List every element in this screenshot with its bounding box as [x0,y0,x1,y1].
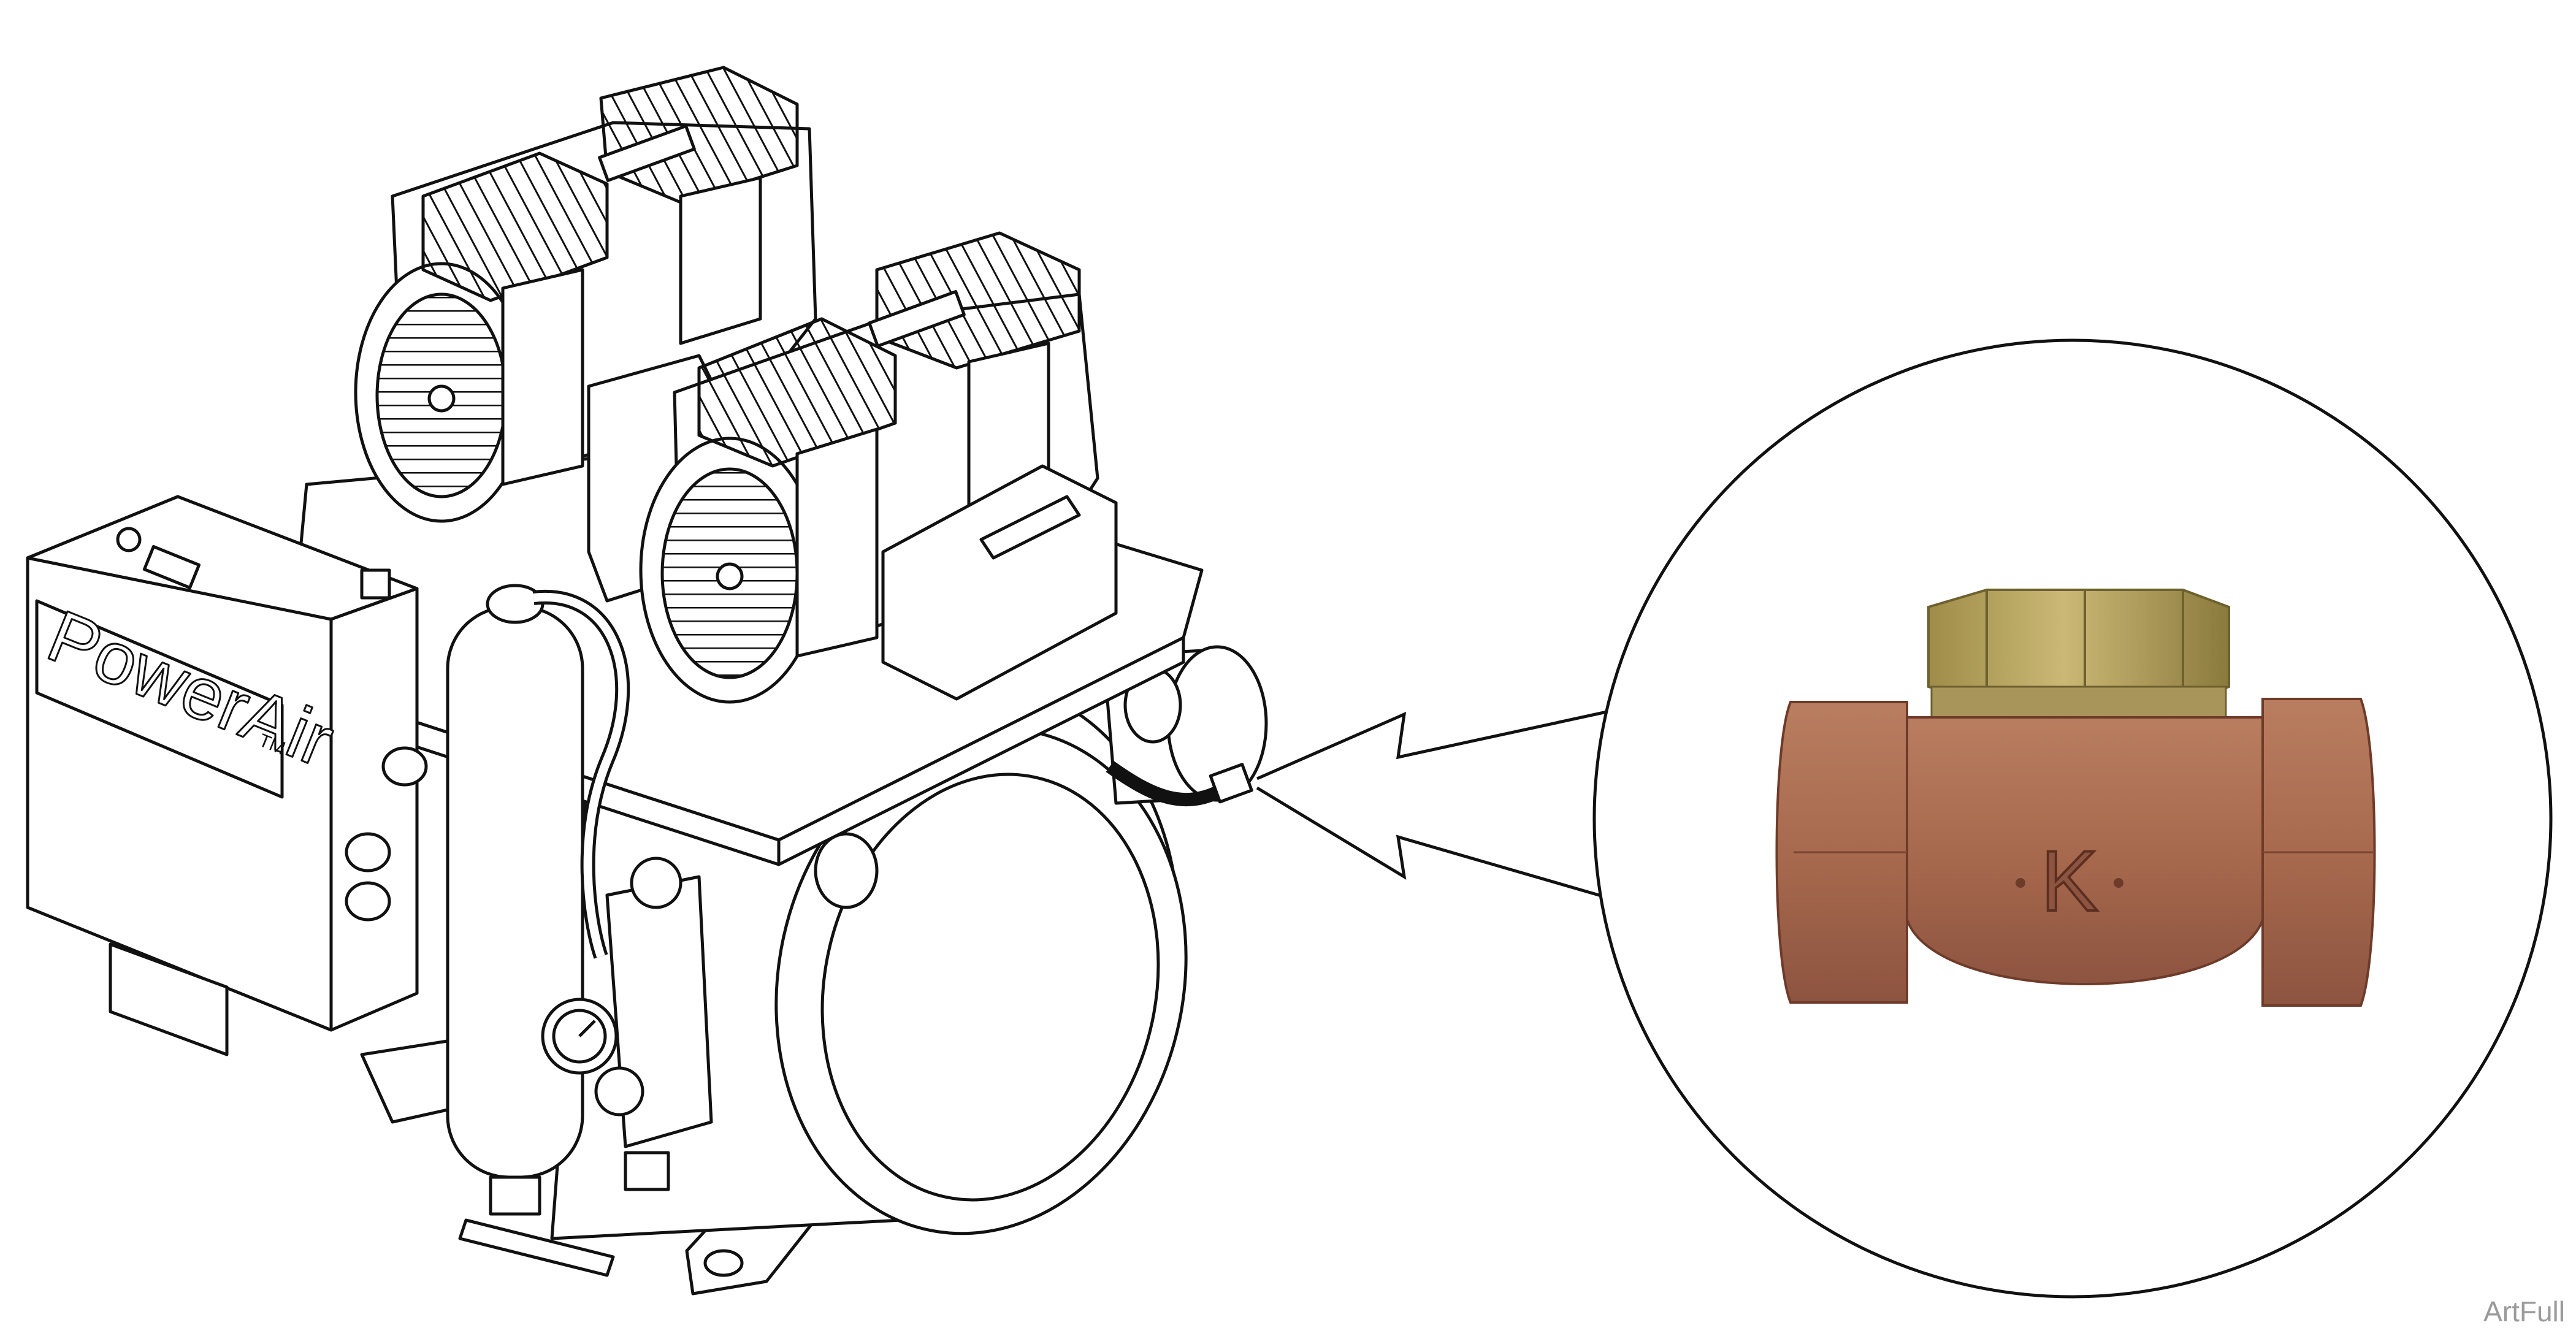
regulator-outlet [624,1151,670,1191]
rear-pump-head-left [421,151,609,302]
side-fitting-2 [345,881,391,922]
rear-connecting-rod [598,124,696,182]
dryer-cylinder [446,605,584,1179]
outlet-elbow [1106,761,1223,807]
control-box-side [329,587,419,1032]
regulator-knob [630,857,682,909]
indicator-knob [116,527,142,552]
tank-end-cap-inner [820,773,1160,1202]
compressor-illustration: PowerAir TM [26,66,1268,1296]
platform-pipe-end [814,832,879,909]
front-pump-cylinder-left [795,427,879,658]
front-motor-cover-slot [979,495,1081,560]
drain-lever [458,1218,615,1277]
valve-cap-collar [1930,685,2227,722]
rear-pump-cylinder-left [501,268,584,486]
gauge-needle [578,1020,596,1037]
leader-lower [1256,786,1610,900]
marking-dot-right [2114,878,2123,888]
power-switch [142,544,201,590]
regulator-port [594,1066,644,1117]
rear-fan-hub [427,384,456,413]
leader-upper [1256,709,1610,781]
brand-label-plate [35,599,284,799]
side-fitting-1 [345,832,391,872]
foot-bolt-hole [703,1249,744,1277]
valve-marking: K [2041,833,2098,929]
control-box-mount [109,942,229,1056]
front-fan-hub [716,562,744,590]
marking-dot-left [2016,878,2025,888]
top-port [360,568,391,600]
dryer-bottom-valve [489,1175,541,1216]
side-fitting-3 [381,746,428,787]
rear-pump-cylinder-right [679,176,762,345]
watermark: ArtFull [2483,1296,2565,1327]
front-connecting-rod [868,290,966,348]
check-valve-photo: K [1775,589,2376,1007]
leader-lightning [1256,709,1610,900]
valve-body [1906,716,2264,985]
air-hose-inner [533,592,627,958]
front-pump-head-left [697,317,897,468]
check-valve-fitting [1209,763,1253,804]
